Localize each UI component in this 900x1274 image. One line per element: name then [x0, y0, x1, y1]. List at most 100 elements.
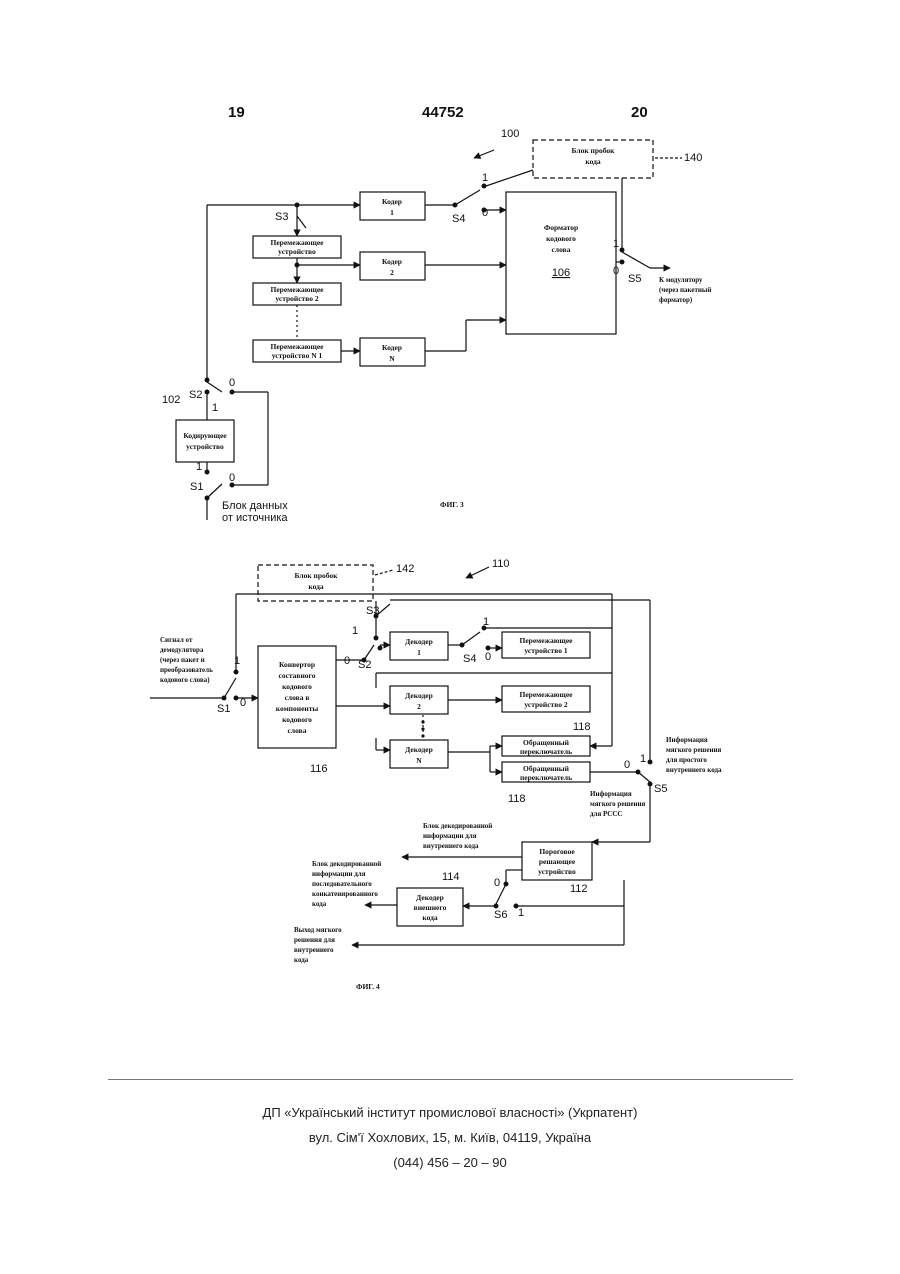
fig4-s4: S4: [463, 653, 476, 665]
fig3-modulator-l2: (через пакетный: [659, 286, 711, 294]
fig4-conv-l6: кодового: [282, 715, 312, 724]
fig3-iln-l2: устройство N 1: [272, 351, 323, 360]
fig3-il2-l1: Перемежающее: [270, 285, 324, 294]
fig4-signal-l5: кодового слова): [160, 676, 210, 684]
fig4-conv-l7: слова: [288, 726, 307, 735]
fig3-coding-l1: Кодирующее: [183, 431, 227, 440]
fig3-s1-pos1: 1: [196, 461, 202, 473]
fig4-s6: S6: [494, 909, 507, 921]
fig3-ref-system: 100: [501, 128, 519, 140]
fig3-coding-device: [176, 420, 234, 462]
fig4-simple-l3: для простого: [666, 756, 707, 764]
fig3-formatter-l3: слова: [552, 245, 571, 254]
fig4-system-arrow: [466, 567, 489, 578]
fig3-modulator-l3: форматор): [659, 296, 693, 304]
fig3-s3: S3: [275, 211, 288, 223]
fig4-decn-l2: N: [416, 756, 422, 765]
fig3-s1-pos0: 0: [229, 472, 235, 484]
fig4-caption: ФИГ. 4: [356, 982, 380, 991]
fig4-pccc-l2: мягкого решения: [590, 800, 646, 808]
fig3-s2-pos0: 0: [229, 377, 235, 389]
footer-phone: (044) 456 – 20 – 90: [0, 1155, 900, 1170]
fig4-soft-l2: решающее: [539, 857, 576, 866]
fig4-rev-a-l2: переключатель: [520, 747, 572, 756]
fig4-dec-inner-l3: внутреннего кода: [423, 842, 479, 850]
fig4-s2-blade: [364, 645, 374, 660]
fig4-outer-l2: внешнего: [414, 903, 447, 912]
figure-3: [176, 140, 682, 520]
fig4-soft-out-l4: кода: [294, 956, 309, 964]
fig3-s5: S5: [628, 273, 641, 285]
fig4-s1: S1: [217, 703, 230, 715]
fig4-serial-l2: информации для: [312, 870, 366, 878]
fig4-error-l1: Блок пробок: [295, 571, 339, 580]
fig4-s2-pos0: 0: [344, 655, 350, 667]
fig4-soft-out-l1: Выход мягкого: [294, 926, 342, 934]
fig4-ref-outer: 114: [442, 871, 460, 883]
fig3-s1-blade: [207, 484, 222, 498]
fig3-s1: S1: [190, 481, 203, 493]
fig4-s5: S5: [654, 783, 667, 795]
fig4-s4-pos1: 1: [483, 616, 489, 628]
fig4-ref-system: 110: [492, 558, 510, 570]
fig4-s2: S2: [358, 659, 371, 671]
fig4-ref-soft: 112: [570, 883, 588, 895]
fig3-coder1-l2: 1: [390, 208, 394, 217]
fig4-soft-l1: Пороговое: [539, 847, 575, 856]
fig4-signal-l1: Сигнал от: [160, 636, 193, 644]
fig4-simple-l4: внутреннего кода: [666, 766, 722, 774]
fig4-pccc-l3: для PCCC: [590, 810, 622, 818]
fig4-s4-pos0: 0: [485, 651, 491, 663]
fig4-soft-out-l3: внутреннего: [294, 946, 334, 954]
fig3-ref-error: 140: [684, 152, 702, 164]
fig4-serial-l5: кода: [312, 900, 327, 908]
fig4-rev-a-l1: Обращенный: [523, 738, 570, 747]
fig4-outer-l3: кода: [422, 913, 438, 922]
footer-divider: [108, 1079, 793, 1080]
fig3-data-block-l1: Блок данных: [222, 500, 288, 512]
fig3-il1-l2: устройство: [278, 247, 316, 256]
fig3-il1-l1: Перемежающее: [270, 238, 324, 247]
fig3-coder1-l1: Кодер: [382, 197, 402, 206]
fig3-iln-l1: Перемежающее: [270, 342, 324, 351]
fig4-rev-b-l1: Обращенный: [523, 764, 570, 773]
fig4-s1-pos1: 1: [234, 655, 240, 667]
fig4-il2-l1: Перемежающее: [519, 690, 573, 699]
fig3-s5-blade: [622, 252, 650, 268]
fig4-s5-pos1: 1: [640, 753, 646, 765]
fig3-s2-pos1: 1: [212, 402, 218, 414]
fig4-s1-blade: [224, 678, 236, 698]
fig4-simple-l1: Информация: [666, 736, 708, 744]
fig3-s4: S4: [452, 213, 465, 225]
fig4-error-leader: [375, 570, 393, 575]
fig4-conv-l5: компоненты: [276, 704, 319, 713]
fig3-s5-pos1: 1: [613, 238, 619, 250]
fig4-s3: S3: [366, 605, 379, 617]
fig4-dec1-l1: Декодер: [405, 637, 433, 646]
fig4-dec1-l2: 1: [417, 648, 421, 657]
fig4-s4-blade: [462, 632, 480, 645]
fig4-ref-converter: 116: [310, 763, 328, 775]
fig3-formatter-ref: 106: [552, 267, 570, 279]
fig4-pccc-l1: Информация: [590, 790, 632, 798]
fig4-simple-l2: мягкого решения: [666, 746, 722, 754]
fig4-ref-118a: 118: [573, 721, 591, 733]
fig4-error-l2: кода: [308, 582, 324, 591]
fig4-il1-l2: устройство 1: [524, 646, 568, 655]
fig4-dec2-l2: 2: [417, 702, 421, 711]
fig4-ref-error: 142: [396, 563, 414, 575]
fig3-s4-up: [486, 170, 533, 186]
fig4-serial-l4: конкатенированного: [312, 890, 378, 898]
fig4-il1-l1: Перемежающее: [519, 636, 573, 645]
fig4-signal-l3: (через пакет и: [160, 656, 205, 664]
fig3-s3-blade: [297, 216, 306, 228]
fig4-s5-pos0: 0: [624, 759, 630, 771]
fig3-system-arrow: [474, 150, 494, 158]
fig4-serial-l3: последовательного: [312, 880, 372, 888]
fig3-codern-l1: Кодер: [382, 343, 402, 352]
fig4-outer-l1: Декодер: [416, 893, 444, 902]
fig4-soft-out-l2: решения для: [294, 936, 335, 944]
fig3-codern-l2: N: [389, 354, 395, 363]
fig3-s4-pos0: 0: [482, 207, 488, 219]
fig3-data-block-l2: от источника: [222, 512, 288, 524]
